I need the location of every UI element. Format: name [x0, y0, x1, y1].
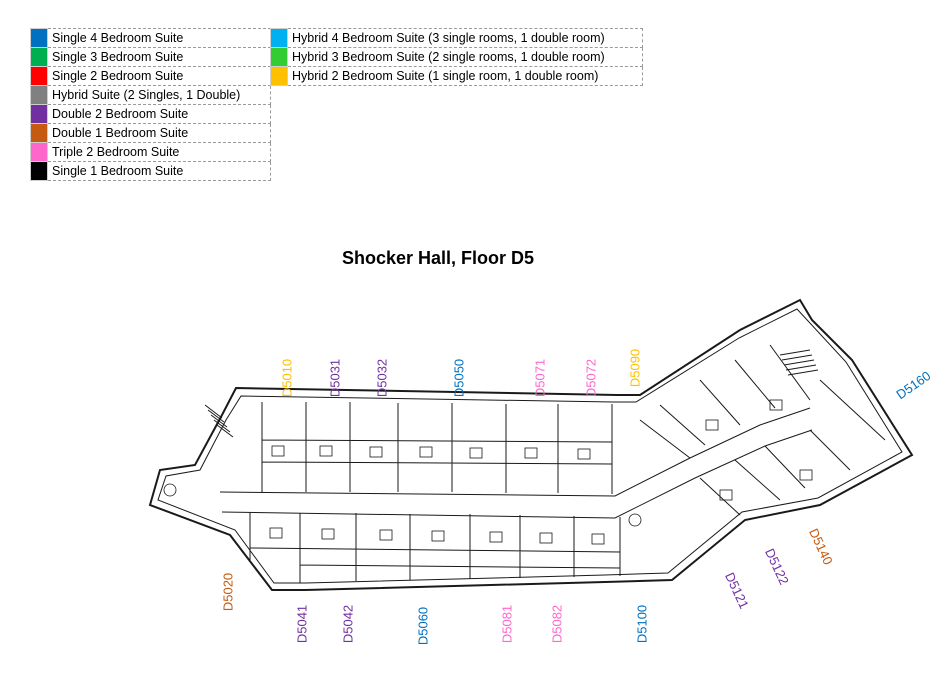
stairs-north [779, 349, 819, 376]
unit-label: D5140 [806, 526, 836, 567]
unit-label: D5041 [294, 605, 309, 643]
unit-label: D5031 [327, 359, 342, 397]
legend-row: Hybrid 3 Bedroom Suite (2 single rooms, … [270, 47, 643, 67]
legend-label: Triple 2 Bedroom Suite [47, 142, 271, 162]
legend-label: Hybrid 3 Bedroom Suite (2 single rooms, … [287, 47, 643, 67]
legend-row: Hybrid 4 Bedroom Suite (3 single rooms, … [270, 28, 643, 48]
bottom-room-dividers [249, 512, 621, 583]
legend-row: Triple 2 Bedroom Suite [30, 142, 271, 162]
legend-row: Single 3 Bedroom Suite [30, 47, 271, 67]
legend-label: Double 2 Bedroom Suite [47, 104, 271, 124]
legend-row: Single 1 Bedroom Suite [30, 161, 271, 181]
legend-swatch [30, 161, 48, 181]
room-fixtures [163, 399, 813, 545]
unit-label: D5090 [627, 349, 642, 387]
legend-label: Single 1 Bedroom Suite [47, 161, 271, 181]
legend-label: Hybrid 4 Bedroom Suite (3 single rooms, … [287, 28, 643, 48]
legend-row: Double 2 Bedroom Suite [30, 104, 271, 124]
unit-label: D5060 [415, 607, 430, 645]
map-title: Shocker Hall, Floor D5 [341, 248, 535, 268]
unit-label: D5020 [220, 573, 235, 611]
unit-label: D5122 [762, 546, 792, 587]
inner-wall [157, 308, 903, 584]
corridor-wall-south [221, 429, 813, 519]
unit-label: D5082 [549, 605, 564, 643]
unit-label: D5050 [451, 359, 466, 397]
unit-label: D5071 [532, 359, 547, 397]
top-room-dividers [261, 402, 613, 494]
unit-label: D5100 [634, 605, 649, 643]
unit-label: D5081 [499, 605, 514, 643]
stairs-west [204, 404, 234, 438]
unit-label: D5042 [340, 605, 355, 643]
unit-label: D5160 [893, 368, 933, 402]
unit-label: D5010 [279, 359, 294, 397]
building-walls [148, 298, 914, 591]
unit-label: D5032 [374, 359, 389, 397]
legend-swatch [30, 47, 48, 67]
corridor-wall-north [219, 407, 811, 497]
legend-row: Single 2 Bedroom Suite [30, 66, 271, 86]
legend-swatch [30, 104, 48, 124]
legend-swatch [30, 142, 48, 162]
unit-label: D5121 [722, 570, 752, 611]
legend-row: Hybrid 2 Bedroom Suite (1 single room, 1… [270, 66, 643, 86]
legend-swatch [30, 123, 48, 143]
legend-label: Hybrid 2 Bedroom Suite (1 single room, 1… [287, 66, 643, 86]
outer-wall [148, 298, 914, 591]
unit-label: D5072 [583, 359, 598, 397]
legend-right: Hybrid 4 Bedroom Suite (3 single rooms, … [270, 28, 643, 86]
